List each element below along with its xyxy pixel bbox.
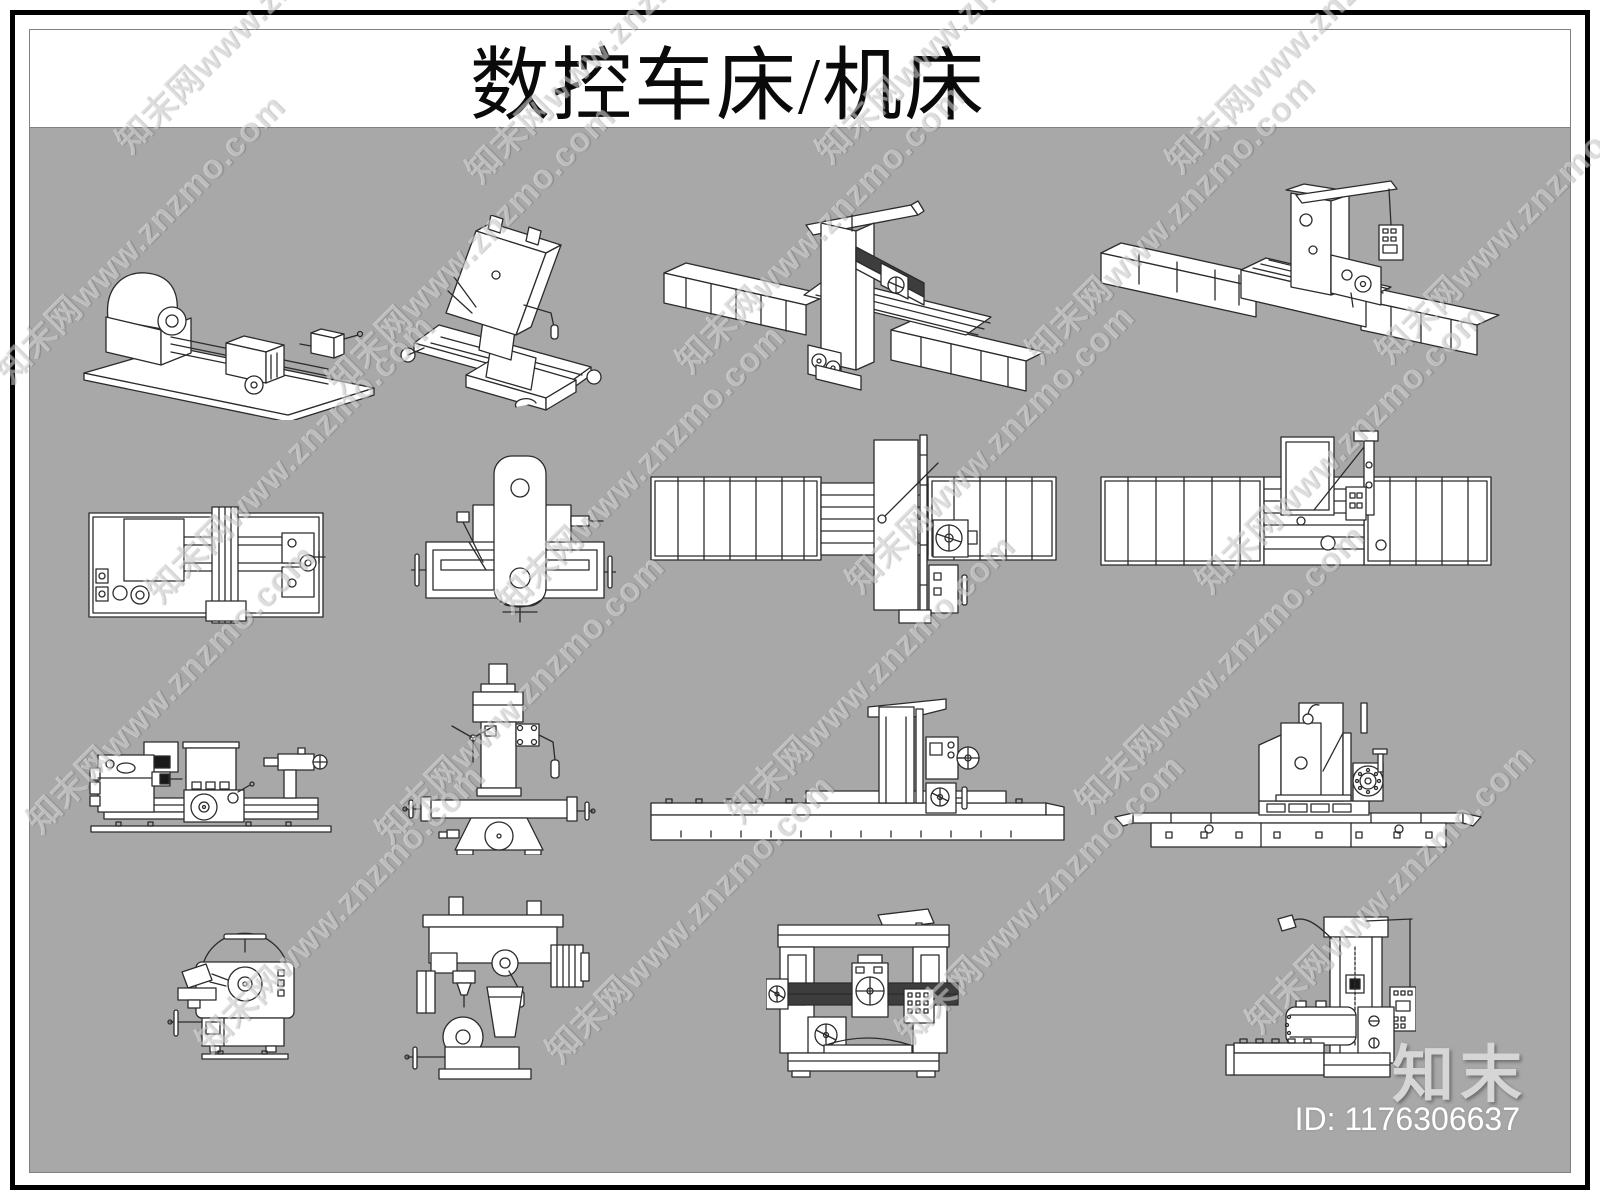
inner-frame — [29, 29, 1571, 1173]
outer-frame — [10, 10, 1590, 1190]
sheet-title: 数控车床/机床 — [469, 42, 987, 131]
drawing-planer-top — [646, 425, 1061, 625]
drawing-drill-mill-side — [401, 875, 596, 1080]
drawing-cnc-lathe-isometric — [76, 225, 386, 420]
drawing-cnc-lathe-side — [86, 700, 336, 840]
drawing-boring-machine-side — [1216, 895, 1416, 1085]
drawing-drill-mill-front — [401, 660, 596, 855]
drawing-drill-mill-isometric — [396, 215, 611, 420]
asset-id-label: ID: 1176306637 — [1294, 1101, 1520, 1137]
znzmo-logo: 知末 — [1391, 1041, 1528, 1110]
drawing-planer-front — [646, 685, 1066, 850]
drawing-grinder-side — [166, 910, 321, 1060]
drawing-boring-machine-front — [1111, 675, 1486, 850]
drawing-boring-machine-top — [1096, 425, 1496, 570]
drawing-canvas: 知末 ID: 1176306637 — [30, 128, 1570, 1172]
drawing-drill-mill-top — [411, 450, 616, 625]
drawing-boring-machine-isometric — [1091, 165, 1506, 400]
drawing-planer-isometric — [656, 195, 1046, 410]
drawing-cnc-lathe-top — [86, 505, 326, 625]
drawing-planer-end — [766, 905, 961, 1080]
title-bar: 数控车床/机床 — [30, 30, 1570, 131]
